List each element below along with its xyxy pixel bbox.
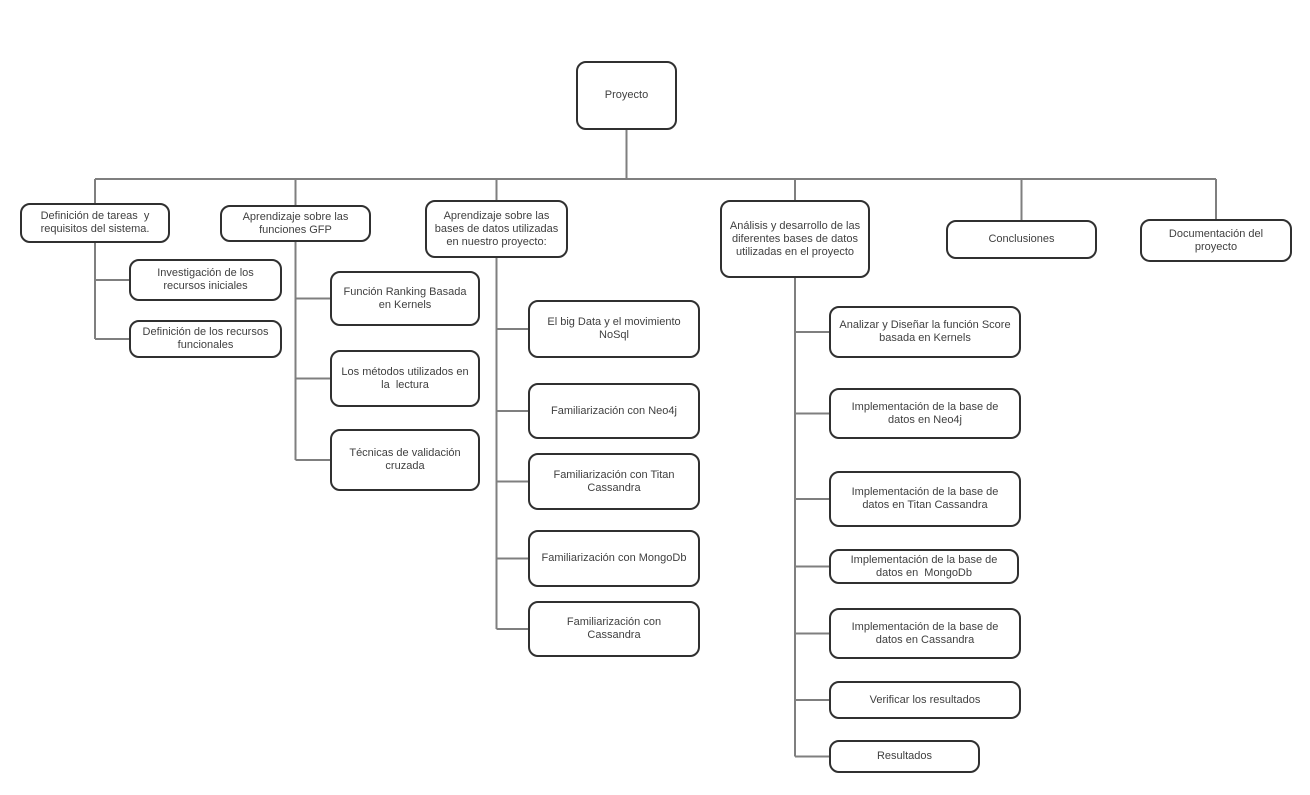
node-metodos-utilizados-lectura: Los métodos utilizados en la lectura (330, 350, 480, 407)
node-conclusiones: Conclusiones (946, 220, 1097, 259)
connector-branch-4-children (794, 278, 829, 758)
node-aprendizaje-bases-datos: Aprendizaje sobre las bases de datos uti… (425, 200, 568, 258)
connector-branch-3-children (495, 258, 528, 630)
node-implementacion-titan-cassandra: Implementación de la base de datos en Ti… (829, 471, 1021, 527)
node-implementacion-cassandra: Implementación de la base de datos en Ca… (829, 608, 1021, 659)
node-analizar-disenar-funcion-score: Analizar y Diseñar la función Score basa… (829, 306, 1021, 358)
node-investigacion-recursos-iniciales: Investigación de los recursos iniciales (129, 259, 282, 301)
node-proyecto: Proyecto (576, 61, 677, 130)
node-funcion-ranking-kernels: Función Ranking Basada en Kernels (330, 271, 480, 326)
node-implementacion-mongodb: Implementación de la base de datos en Mo… (829, 549, 1019, 584)
node-analisis-desarrollo-bases-datos: Análisis y desarrollo de las diferentes … (720, 200, 870, 278)
node-familiarizacion-titan-cassandra: Familiarización con Titan Cassandra (528, 453, 700, 510)
node-definicion-tareas: Definición de tareas y requisitos del si… (20, 203, 170, 243)
node-familiarizacion-neo4j: Familiarización con Neo4j (528, 383, 700, 439)
node-resultados: Resultados (829, 740, 980, 773)
node-documentacion-proyecto: Documentación del proyecto (1140, 219, 1292, 262)
connector-branch-2-children (294, 242, 330, 461)
node-familiarizacion-cassandra: Familiarización con Cassandra (528, 601, 700, 657)
node-aprendizaje-funciones-gfp: Aprendizaje sobre las funciones GFP (220, 205, 371, 242)
node-big-data-nosql: El big Data y el movimiento NoSql (528, 300, 700, 358)
node-implementacion-neo4j: Implementación de la base de datos en Ne… (829, 388, 1021, 439)
node-verificar-resultados: Verificar los resultados (829, 681, 1021, 719)
node-tecnicas-validacion-cruzada: Técnicas de validación cruzada (330, 429, 480, 491)
connector-branch-1-children (94, 243, 129, 340)
node-familiarizacion-mongodb: Familiarización con MongoDb (528, 530, 700, 587)
node-definicion-recursos-funcionales: Definición de los recursos funcionales (129, 320, 282, 358)
